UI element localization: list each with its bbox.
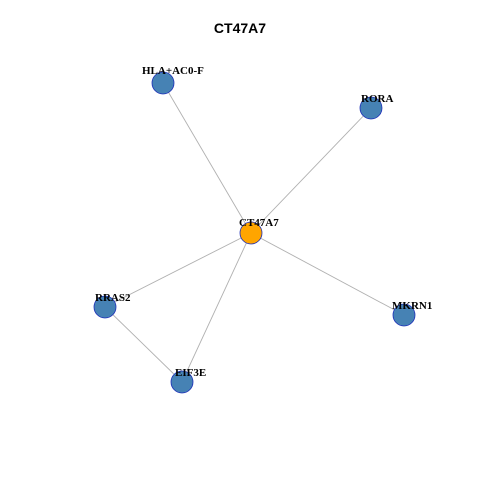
diagram-title: CT47A7: [213, 20, 267, 36]
edges-layer: [104, 82, 405, 383]
node-label-rras2: RRAS2: [95, 292, 131, 304]
edge-ct47a7-hla-ac0-f: [162, 82, 252, 234]
edge-ct47a7-rora: [250, 107, 372, 234]
node-rras2: [93, 295, 117, 319]
edge-ct47a7-rras2: [104, 232, 252, 308]
edge-ct47a7-eif3e: [181, 232, 252, 383]
nodes-layer: [93, 71, 416, 394]
node-ct47a7: [239, 221, 263, 245]
node-hla-ac0-f: [151, 71, 175, 95]
node-eif3e: [170, 370, 194, 394]
node-mkrn1: [392, 303, 416, 327]
edge-ct47a7-mkrn1: [250, 232, 405, 316]
node-label-rora: RORA: [361, 93, 393, 105]
node-rora: [359, 96, 383, 120]
edge-rras2-eif3e: [104, 306, 183, 383]
node-label-hla-ac0-f: HLA+AC0-F: [142, 65, 204, 77]
node-label-ct47a7: CT47A7: [239, 217, 279, 229]
node-label-mkrn1: MKRN1: [392, 300, 432, 312]
node-label-eif3e: EIF3E: [175, 367, 206, 379]
